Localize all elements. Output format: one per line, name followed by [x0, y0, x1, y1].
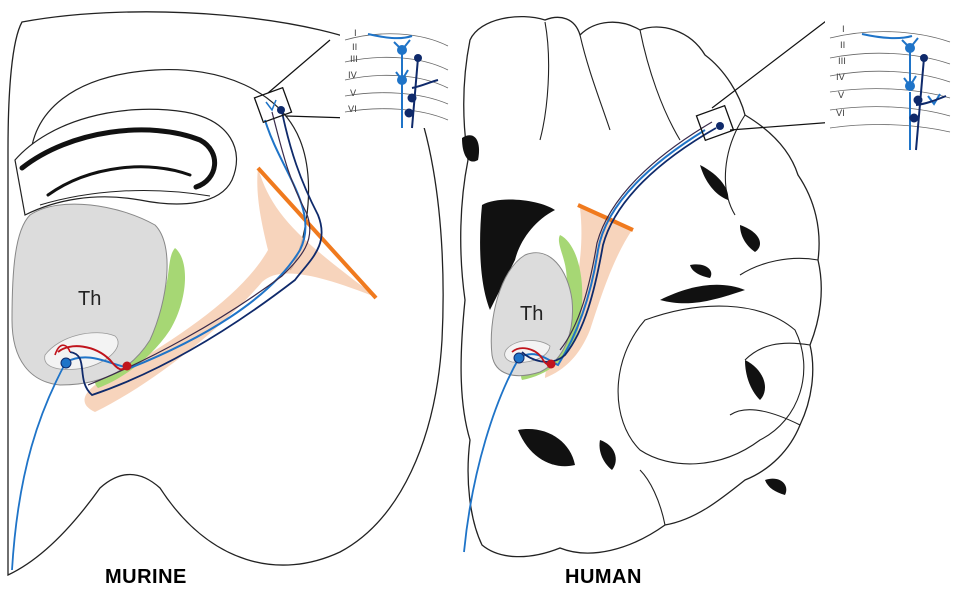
- murine-thalamic-neuron: [61, 358, 71, 368]
- human-sulcus-dark-5: [765, 479, 786, 495]
- human-layer-label: I: [842, 25, 845, 35]
- human-layer-label: III: [838, 57, 846, 67]
- murine-layer-label: III: [350, 55, 358, 65]
- human-layer-label: IV: [836, 73, 846, 83]
- human-reticular-neuron: [547, 360, 556, 369]
- human-caption: HUMAN: [565, 566, 642, 589]
- murine-caption: MURINE: [105, 566, 187, 589]
- murine-thalamus-label: Th: [78, 288, 101, 310]
- human-thalamus-label: Th: [520, 303, 543, 325]
- murine-reticular-neuron: [123, 362, 132, 371]
- murine-panel: Th I II III IV V: [8, 12, 448, 575]
- human-layer-inset: I II III IV V VI: [825, 14, 950, 150]
- murine-layer-label: II: [352, 43, 357, 53]
- human-layer-label: V: [838, 91, 845, 101]
- human-cortical-neuron: [716, 122, 724, 130]
- human-panel: Th I II III IV V: [461, 14, 950, 557]
- human-layer-label: II: [840, 41, 845, 51]
- murine-layer-inset: I II III IV V VI: [340, 16, 448, 128]
- human-layer-label: VI: [836, 109, 845, 119]
- human-zoom-line-top: [712, 18, 830, 108]
- murine-layer-label: VI: [348, 105, 357, 115]
- murine-cortical-neuron: [277, 106, 285, 114]
- murine-layer-label: V: [350, 89, 357, 99]
- murine-layer-label: IV: [348, 71, 358, 81]
- human-thalamic-neuron: [514, 353, 524, 363]
- murine-layer-label: I: [354, 29, 357, 39]
